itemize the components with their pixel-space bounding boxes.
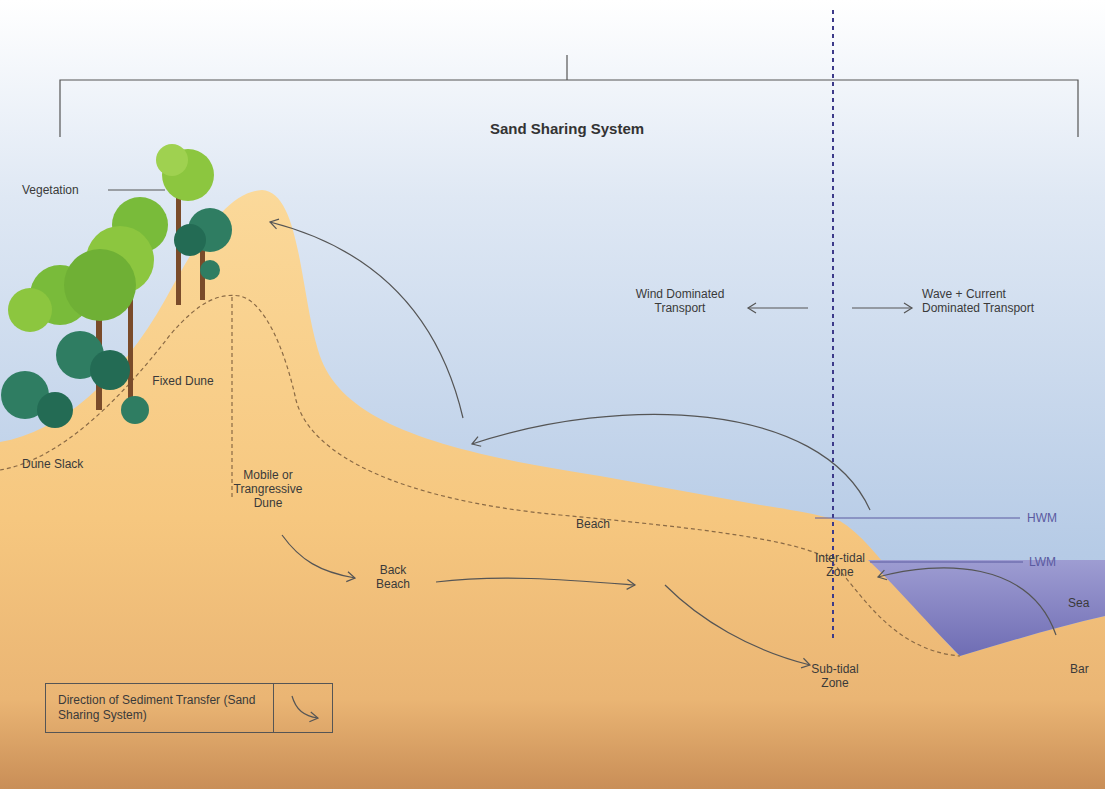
zone-label: Back Beach — [362, 563, 424, 591]
zone-label: Inter-tidal Zone — [805, 551, 875, 579]
bar-label: Bar — [1070, 662, 1102, 676]
vegetation-label: Vegetation — [22, 183, 112, 197]
leader-line — [108, 190, 165, 191]
zone-label: Mobile or Trangressive Dune — [222, 468, 314, 510]
hwm-line — [815, 518, 1020, 519]
sea-water — [868, 560, 1105, 656]
zone-label: Dune Slack — [22, 457, 112, 471]
zone-label: Sub-tidal Zone — [802, 662, 868, 690]
system-bracket — [60, 55, 1078, 137]
sand-layer-line — [0, 295, 960, 656]
dune-divider — [231, 297, 232, 500]
lwm-line — [870, 562, 1023, 563]
transport-label: Wave + Current Dominated Transport — [922, 287, 1062, 315]
tide-mark-label: HWM — [1027, 511, 1067, 525]
legend-text: Direction of Sediment Transfer (Sand Sha… — [46, 684, 274, 732]
legend-label: Direction of Sediment Transfer (Sand Sha… — [58, 693, 255, 722]
title: Sand Sharing System — [490, 120, 644, 137]
sand-ground — [0, 190, 1105, 789]
transport-divide — [832, 10, 834, 640]
legend-arrow-sample — [274, 684, 332, 732]
legend-box: Direction of Sediment Transfer (Sand Sha… — [45, 683, 333, 733]
tide-mark-label: LWM — [1029, 555, 1069, 569]
zone-label: Fixed Dune — [152, 374, 214, 388]
transport-label: Wind Dominated Transport — [616, 287, 744, 315]
sea-label: Sea — [1068, 596, 1102, 610]
vegetation-trees — [1, 144, 232, 428]
zone-label: Beach — [560, 517, 626, 531]
